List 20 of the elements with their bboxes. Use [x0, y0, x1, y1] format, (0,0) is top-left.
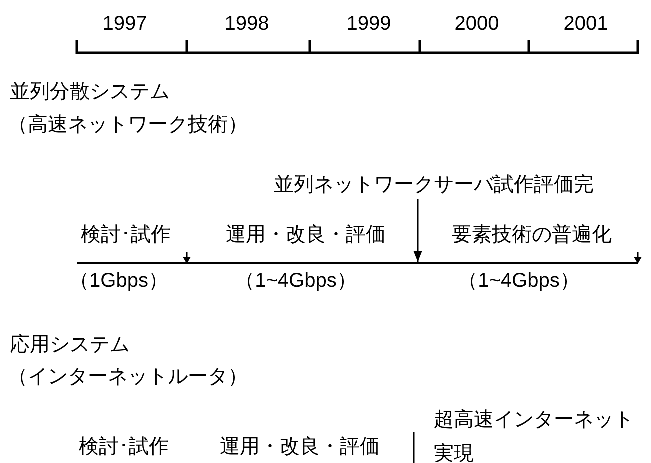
bandwidth-label: （1~4Gbps）	[235, 269, 357, 293]
section-heading: 並列分散システム	[10, 80, 170, 104]
year-label: 1997	[102, 12, 148, 36]
year-label: 1999	[346, 12, 392, 36]
phase-label: 運用・改良・評価	[220, 435, 380, 459]
bandwidth-label: （1Gbps）	[70, 269, 168, 293]
section-heading: 応用システム	[10, 333, 130, 357]
phase-label: 検討･試作	[79, 435, 169, 459]
year-label: 2001	[564, 12, 608, 36]
year-label: 1998	[224, 12, 270, 36]
bandwidth-label: （1~4Gbps）	[458, 269, 580, 293]
year-label: 2000	[454, 12, 500, 36]
goal-label: 超高速インターネット実現	[434, 408, 635, 463]
arrow	[414, 199, 422, 262]
section-subheading: （高速ネットワーク技術）	[8, 113, 248, 137]
phase-label: 検討･試作	[81, 223, 171, 247]
section-subheading: （インターネットルータ）	[8, 365, 248, 389]
phase-label: 運用・改良・評価	[226, 223, 386, 247]
phase-label: 要素技術の普遍化	[452, 223, 612, 247]
milestone-label: 並列ネットワークサーバ試作評価完	[269, 173, 599, 197]
